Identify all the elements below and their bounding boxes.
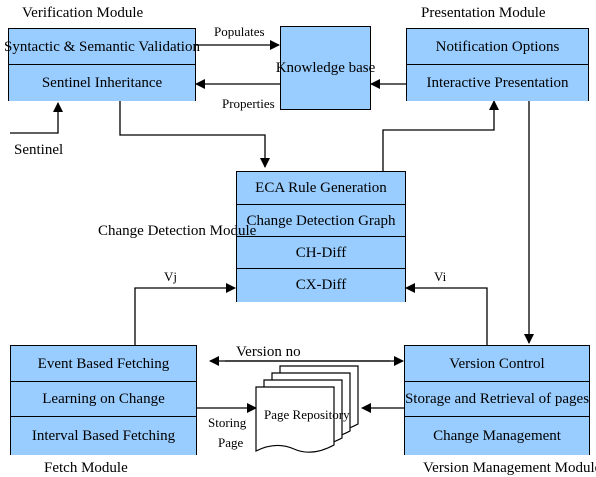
page-repository-icon <box>255 365 359 453</box>
event-based-fetching-box: Event Based Fetching <box>10 345 197 383</box>
eca-rule-generation-box: ECA Rule Generation <box>236 171 406 206</box>
presentation-module-title: Presentation Module <box>421 5 546 21</box>
vj-arrow <box>134 283 236 345</box>
knowledge-base-box: Knowledge base <box>276 26 375 110</box>
learning-on-change-box: Learning on Change <box>10 381 197 418</box>
change-detection-module-title: Change Detection Module <box>98 223 257 239</box>
storage-retrieval-box: Storage and Retrieval of pages <box>404 381 590 418</box>
syntactic-semantic-validation-box: Syntactic & Semantic Validation <box>4 28 200 66</box>
page-repository-label: Page Repository <box>264 407 350 422</box>
storing-label: Storing <box>208 415 247 430</box>
vi-arrow <box>405 283 488 345</box>
change-management-box: Change Management <box>404 416 590 455</box>
verification-module-title: Verification Module <box>22 5 144 21</box>
vi-label: Vi <box>434 269 447 284</box>
version-management-module-title: Version Management Module <box>423 460 596 476</box>
notification-options-box: Notification Options <box>406 28 589 66</box>
sentinel-arrow <box>10 102 63 134</box>
verification-to-cd-arrow <box>119 98 270 168</box>
version-control-box: Version Control <box>404 345 590 383</box>
cd-to-presentation-arrow <box>382 100 499 171</box>
properties-label: Properties <box>222 96 275 111</box>
fetch-module-title: Fetch Module <box>44 460 128 476</box>
version-no-label: Version no <box>236 344 301 360</box>
page-label: Page <box>218 435 244 450</box>
vj-label: Vj <box>164 269 177 284</box>
sentinel-label: Sentinel <box>14 142 64 158</box>
change-detection-graph-box: Change Detection Graph <box>236 204 406 238</box>
interval-based-fetching-box: Interval Based Fetching <box>10 416 197 455</box>
ch-diff-box: CH-Diff <box>236 236 406 270</box>
interactive-presentation-box: Interactive Presentation <box>406 64 589 101</box>
cx-diff-box: CX-Diff <box>236 268 406 302</box>
populates-label: Populates <box>214 24 265 39</box>
sentinel-inheritance-box: Sentinel Inheritance <box>8 64 196 101</box>
